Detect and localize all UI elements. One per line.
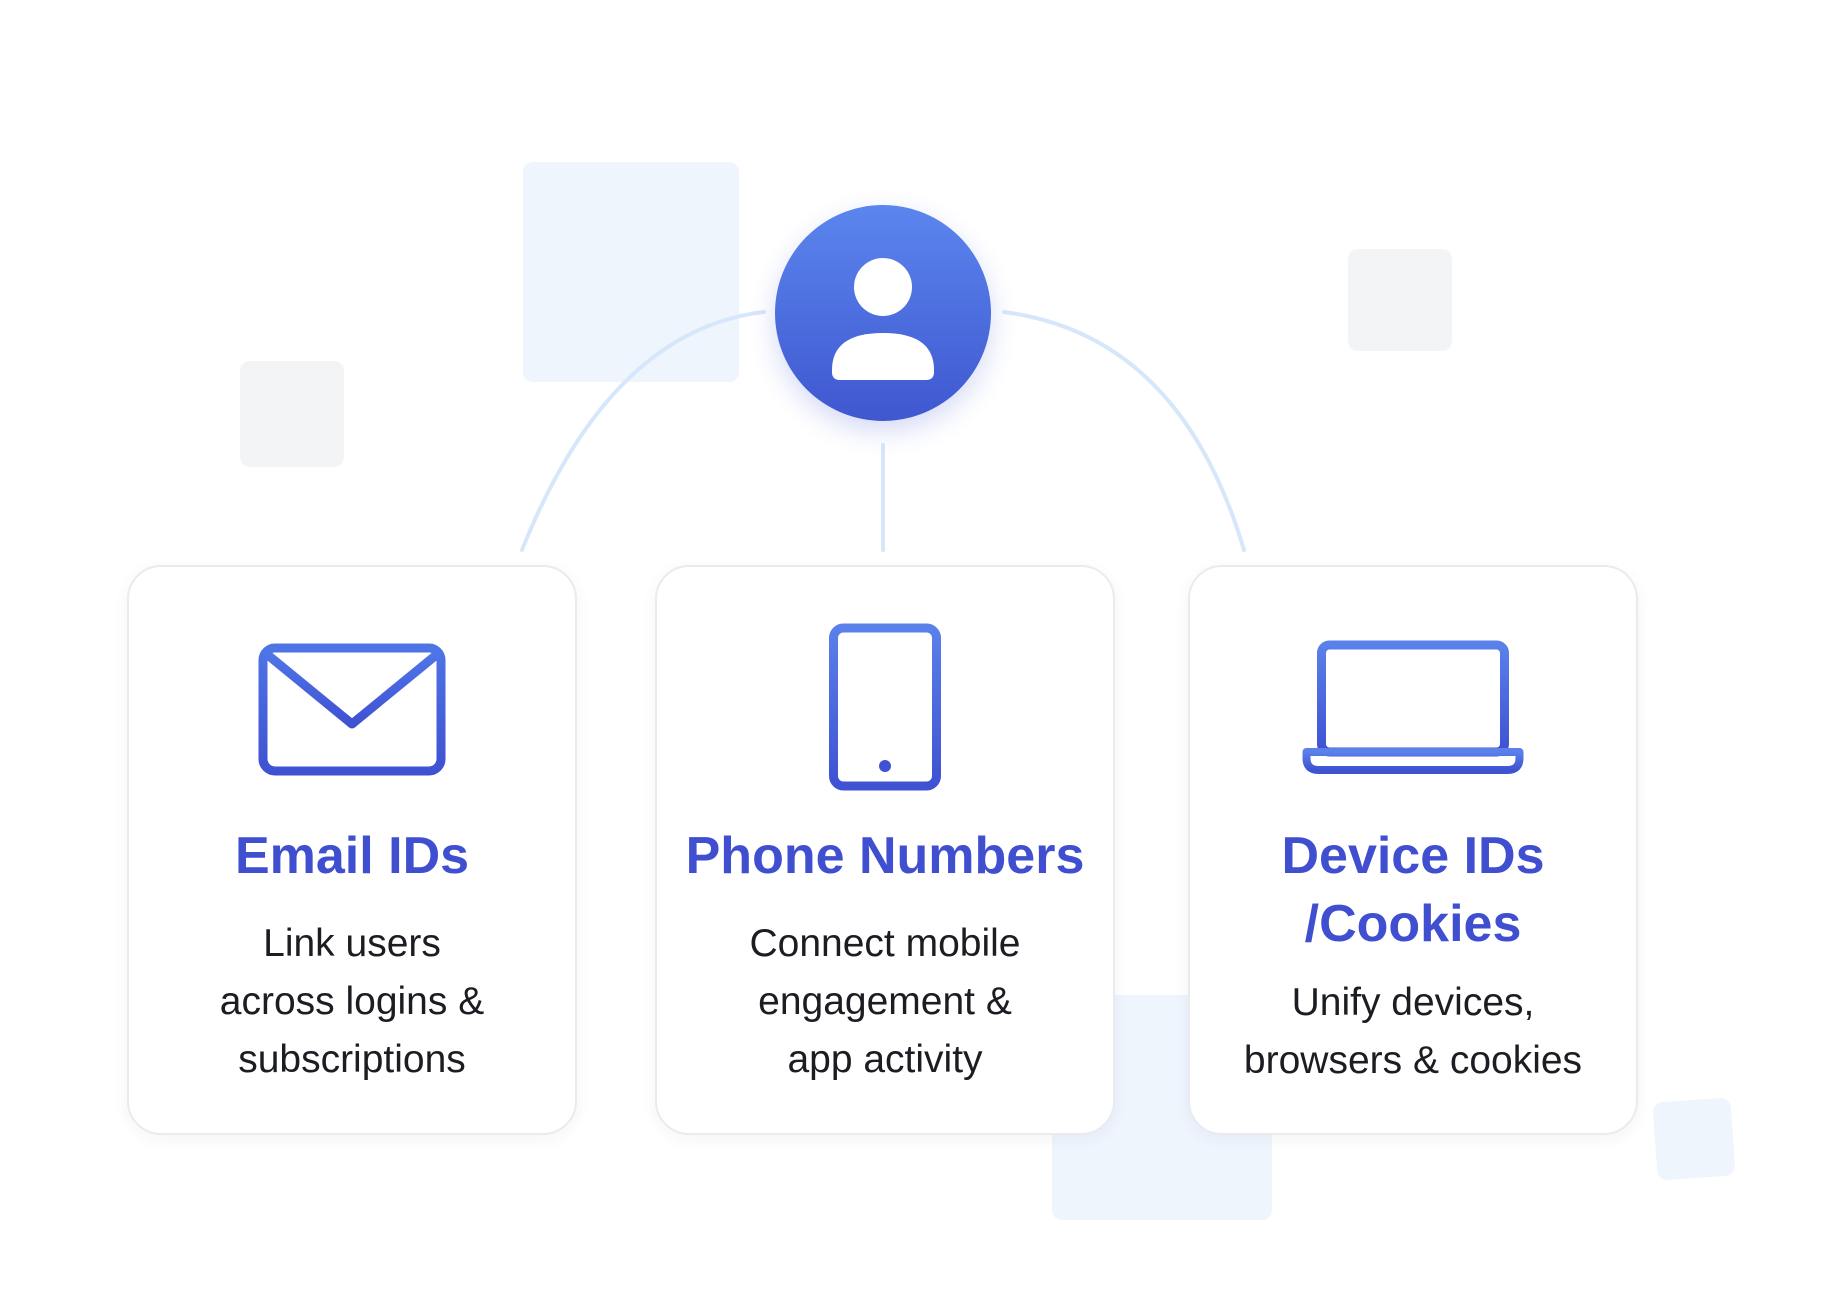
connector-right (1002, 310, 1246, 552)
email-icon (258, 643, 446, 776)
card-description: Link users across logins & subscriptions (219, 922, 485, 1081)
card-device-ids-cookies: Device IDs /Cookies Unify devices, brows… (1188, 565, 1638, 1135)
card-phone-numbers: Phone Numbers Connect mobile engagement … (655, 565, 1115, 1135)
decorative-square (523, 162, 739, 382)
connector-left (520, 310, 766, 552)
decorative-square (1348, 249, 1452, 351)
card-email-ids: Email IDs Link users across logins & sub… (127, 565, 577, 1135)
card-description: Unify devices, browsers & cookies (1243, 981, 1583, 1082)
card-description: Connect mobile engagement & app activity (749, 922, 1021, 1081)
user-node (775, 205, 991, 421)
laptop-icon (1302, 640, 1524, 774)
mobile-phone-icon (829, 623, 941, 791)
card-title: Phone Numbers (685, 827, 1085, 885)
user-icon (832, 258, 934, 380)
decorative-square (240, 361, 344, 467)
card-title: Email IDs (234, 827, 470, 885)
card-title: Device IDs /Cookies (1281, 827, 1545, 953)
